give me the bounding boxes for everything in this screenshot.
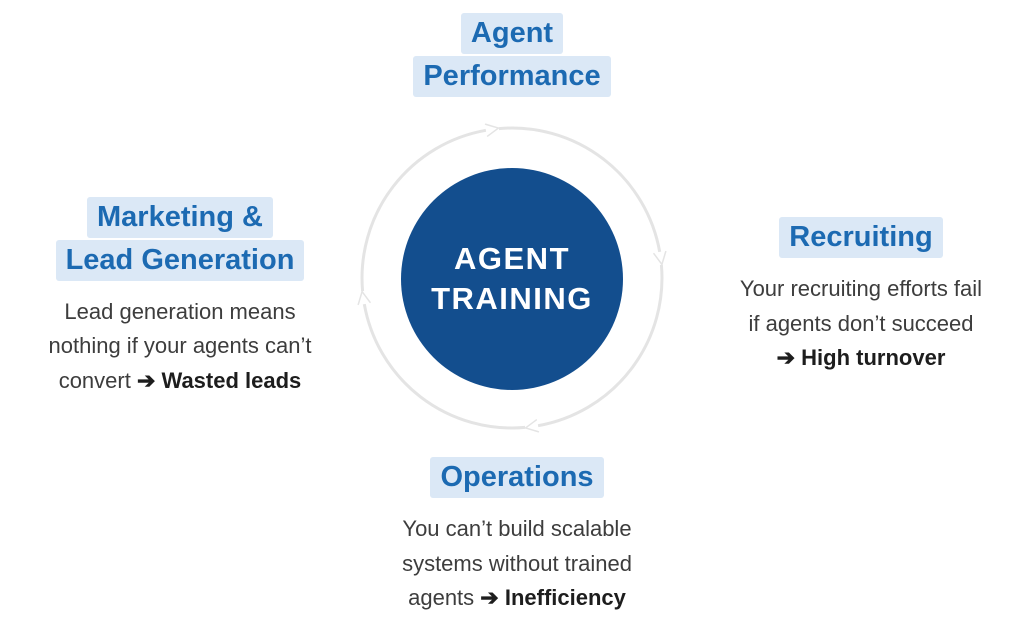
center-label-line1: AGENT — [454, 240, 570, 276]
node-description: Lead generation means nothing if your ag… — [10, 295, 350, 399]
description-line: nothing if your agents can’t — [48, 333, 312, 359]
node-title-line: Marketing & — [87, 197, 273, 238]
description-consequence: ➔ Wasted leads — [136, 368, 302, 394]
description-line: agents ➔ Inefficiency — [352, 581, 682, 616]
description-line: Your recruiting efforts fail — [739, 275, 983, 301]
center-node: AGENT TRAINING — [401, 168, 623, 390]
description-line: convert ➔ Wasted leads — [10, 364, 350, 399]
description-line: if agents don’t succeed — [748, 310, 974, 336]
description-text: agents — [408, 585, 481, 611]
node-title-line: Recruiting — [779, 217, 943, 258]
node-title: Operations — [352, 456, 682, 499]
node-title-line: Lead Generation — [55, 239, 305, 281]
node-title: Marketing & Lead Generation — [10, 196, 350, 282]
node-title: Recruiting — [701, 216, 1021, 259]
node-recruiting: Recruiting Your recruiting efforts fail … — [701, 216, 1021, 376]
node-description: Your recruiting efforts fail if agents d… — [701, 272, 1021, 376]
description-line: Lead generation means — [64, 298, 296, 324]
description-consequence: ➔ High turnover — [776, 345, 946, 371]
description-text: convert — [58, 368, 137, 394]
node-operations: Operations You can’t build scalable syst… — [352, 456, 682, 616]
node-marketing-lead-generation: Marketing & Lead Generation Lead generat… — [10, 196, 350, 399]
description-line: ➔ High turnover — [701, 341, 1021, 376]
description-consequence: ➔ Inefficiency — [480, 585, 626, 611]
description-line: systems without trained — [402, 550, 632, 576]
node-title-line: Agent — [460, 13, 564, 54]
node-title-line: Performance — [413, 55, 611, 97]
node-agent-performance: Agent Performance — [0, 12, 1024, 98]
node-title-line: Operations — [430, 457, 604, 498]
node-description: You can’t build scalable systems without… — [352, 512, 682, 616]
description-line: You can’t build scalable — [402, 515, 632, 541]
center-label-line2: TRAINING — [431, 281, 593, 316]
cycle-arrows-icon — [357, 123, 667, 433]
